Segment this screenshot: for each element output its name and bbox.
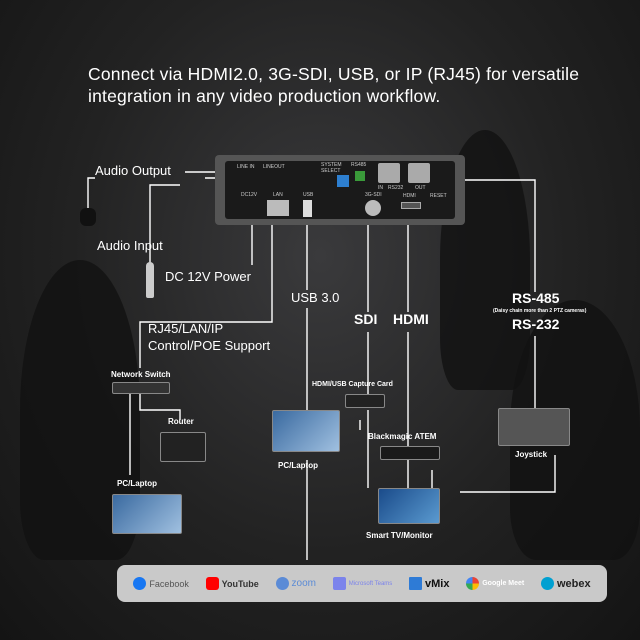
router-line [139, 390, 181, 420]
port-label: LINEOUT [263, 164, 285, 170]
port-label: RS232 [388, 185, 404, 191]
lan-line [139, 220, 273, 368]
hdmi-port [401, 202, 421, 209]
port-label: DC12V [241, 192, 258, 198]
pc-laptop-left-label: PC/Laptop [117, 479, 157, 488]
port-label: LINE IN [237, 164, 255, 170]
port-label: OUT [415, 185, 426, 191]
platform-zoom: zoom [275, 577, 316, 590]
webex-icon [540, 577, 554, 590]
port-label: SYSTEM SELECT [321, 162, 342, 174]
port-label: RS485 [351, 162, 367, 168]
platform-bar: Facebook YouTube zoom Microsoft Teams vM… [117, 565, 607, 602]
port-label: LAN [273, 192, 283, 198]
poe-label: Control/POE Support [148, 338, 271, 353]
capture-card-device [345, 394, 385, 408]
platform-name: vMix [425, 577, 450, 590]
laptop-center-device [272, 410, 340, 452]
zoom-icon [275, 577, 289, 590]
atem-label: Blackmagic ATEM [368, 432, 437, 441]
platform-google-meet: Google Meet [466, 577, 524, 590]
lan-port [267, 200, 289, 216]
system-select-dial[interactable] [337, 175, 349, 187]
router-label: Router [168, 417, 194, 426]
vmix-icon [409, 577, 423, 590]
joystick-device [498, 408, 570, 446]
port-label: IN [378, 185, 383, 191]
platform-teams: Microsoft Teams [332, 577, 393, 590]
network-switch-device [112, 382, 170, 394]
atem-line [359, 410, 369, 488]
rs-line [465, 179, 536, 408]
rj45-label: RJ45/LAN/IP [148, 321, 224, 336]
rs485-label: RS-485 [512, 290, 560, 306]
google-icon [466, 577, 480, 590]
rs485-terminal [355, 171, 365, 181]
capture-card-label: HDMI/USB Capture Card [312, 381, 393, 388]
audio-output-line [87, 177, 95, 212]
platform-name: YouTube [221, 578, 259, 589]
platform-webex: webex [540, 577, 591, 590]
rs232-label: RS-232 [512, 316, 560, 332]
port-label: HDMI [403, 193, 416, 199]
hdmi-label: HDMI [393, 311, 429, 327]
platform-name: webex [556, 577, 591, 590]
laptop-left-device [112, 494, 182, 534]
platform-name: zoom [291, 578, 316, 589]
speaker-icon [80, 208, 96, 226]
youtube-icon [205, 577, 219, 590]
sdi-port [365, 200, 381, 216]
microphone-icon [146, 262, 154, 298]
platform-youtube: YouTube [205, 577, 259, 590]
platform-name: Google Meet [482, 580, 525, 587]
platform-name: Microsoft Teams [348, 580, 393, 587]
dc-power-label: DC 12V Power [165, 269, 251, 284]
headline: Connect via HDMI2.0, 3G-SDI, USB, or IP … [88, 64, 580, 106]
usb-port [303, 200, 312, 217]
camera-rear-panel: LINE IN LINEOUT SYSTEM SELECT RS485 IN R… [215, 155, 465, 225]
teams-icon [332, 577, 346, 590]
network-switch-label: Network Switch [111, 370, 171, 379]
audio-input-label: Audio Input [97, 238, 163, 253]
rs232-in-port [378, 163, 400, 183]
audio-output-label: Audio Output [95, 163, 171, 178]
rs232-out-port [408, 163, 430, 183]
port-label: 3G-SDI [365, 192, 382, 198]
port-label: USB [303, 192, 314, 198]
rs485-note: (Daisy chain more than 2 PTZ cameras) [493, 308, 587, 314]
platform-vmix: vMix [409, 577, 450, 590]
monitor-label: Smart TV/Monitor [366, 531, 433, 540]
pc-laptop-center-label: PC/Laptop [278, 461, 318, 470]
joystick-label: Joystick [515, 450, 548, 459]
platform-name: Facebook [149, 578, 189, 589]
platform-facebook: Facebook [133, 577, 189, 590]
joystick-line [460, 455, 556, 493]
atem-device [380, 446, 440, 460]
usb3-label: USB 3.0 [291, 290, 340, 305]
monitor-device [378, 488, 440, 524]
port-label: RESET [430, 193, 447, 199]
router-device [160, 432, 206, 462]
sdi-label: SDI [354, 311, 378, 327]
facebook-icon [133, 577, 147, 590]
